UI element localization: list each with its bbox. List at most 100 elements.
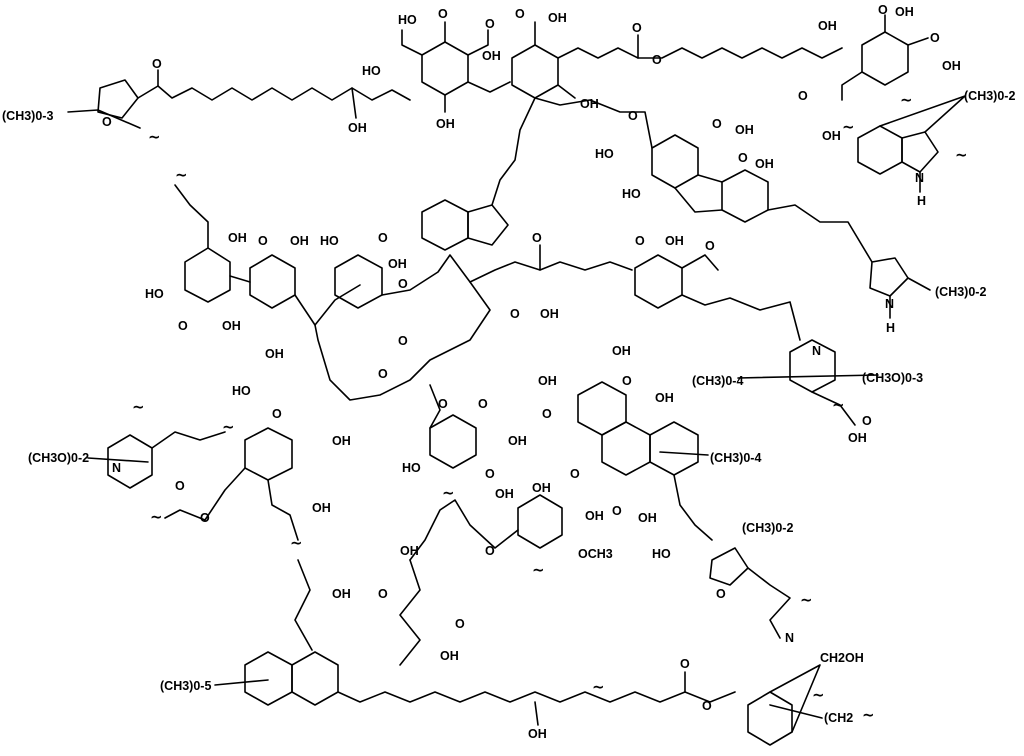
indole-methyl-lines: [879, 95, 966, 133]
label-oh-biphenyl-acid: OH: [290, 234, 309, 248]
indene-five-ring: [467, 204, 509, 246]
benzene-ring-left-lower: [244, 427, 293, 481]
label-ch2oh: CH2OH: [820, 651, 864, 665]
label-ch3-pyrrole: (CH3)0-2: [935, 285, 986, 299]
pyrrole-ring-right: [869, 257, 909, 297]
label-o-phen-3: O: [612, 504, 622, 518]
label-ester-o-left: O: [200, 511, 210, 525]
label-o-acetyl-acid: O: [635, 234, 645, 248]
label-o-acid-2: O: [438, 7, 448, 21]
pyrrole-methyl-bond: [907, 277, 931, 291]
acetyl-benzene-ring: [634, 254, 683, 309]
label-ester-o: O: [652, 53, 662, 67]
label-oh-fluorene-acid-2: OH: [735, 123, 754, 137]
label-oh-acid-tr1: OH: [895, 5, 914, 19]
label-oh-chain-acid: OH: [540, 307, 559, 321]
methoxy-ether-chain: [409, 499, 519, 561]
center-chain-network: [314, 254, 491, 401]
pyridine-ring-left: [107, 434, 153, 489]
ketone-chain-top-left: [137, 85, 411, 101]
fluorene-link: [697, 174, 723, 183]
label-ch3-top-left: (CH3)0-3: [2, 109, 53, 123]
benzene-ring-top-1: [421, 41, 469, 96]
label-oh-methoxy-ring: OH: [532, 481, 551, 495]
label-ch2-bottom-right: (CH2: [824, 711, 853, 725]
label-oh-fluorene-acid-3: OH: [755, 157, 774, 171]
label-ho-biphenyl: HO: [145, 287, 164, 301]
indene-benzene-ring: [421, 199, 469, 251]
label-ketone-o-top: O: [152, 57, 162, 71]
phenanthrene-ring-3: [649, 421, 699, 476]
acid-bond-ring-1c: [467, 29, 489, 56]
pyridine-chain: [151, 431, 226, 449]
label-o-center-acid-2: O: [398, 277, 408, 291]
lower-acid-chain: [399, 559, 421, 666]
label-o-acid-3: O: [485, 17, 495, 31]
methyl-link-furan: [67, 109, 141, 129]
bottom-chain-oh-bond: [534, 701, 539, 726]
lower-oh-chain: [294, 559, 313, 651]
phenanthrene-ring-2: [601, 421, 651, 476]
label-o-acid-4: O: [515, 7, 525, 21]
biphenyl-link: [229, 275, 251, 283]
label-ester-o-bottom: O: [702, 699, 712, 713]
label-o-lower-acid-1: O: [378, 587, 388, 601]
label-oh-left-lower: OH: [332, 434, 351, 448]
ester-chain-top: [557, 47, 843, 59]
left-lower-oh-chain: [267, 479, 299, 541]
ether-link-up: [429, 384, 441, 429]
label-o-acid-tr2: O: [930, 31, 940, 45]
label-oh-biphenyl-top: OH: [228, 231, 247, 245]
acid-bond-top-right-b: [907, 37, 929, 46]
center-ketone-chain: [469, 261, 633, 283]
label-o-acid-tr1: O: [878, 3, 888, 17]
wavy-indole-left: ~: [842, 118, 855, 136]
pyridine-methoxy-line: [87, 457, 149, 463]
label-oh-phen-3: OH: [638, 511, 657, 525]
chain-acetyl-to-nitrile-ring: [681, 294, 801, 341]
benzene-ring-top-2: [511, 44, 559, 99]
wavy-pyridine: ~: [132, 398, 145, 416]
label-o-ether-acid-2: O: [485, 467, 495, 481]
label-oh-acid-tr3: OH: [822, 129, 841, 143]
bottom-right-ch2-substituent: [769, 704, 823, 719]
label-oh-acid-3: OH: [482, 49, 501, 63]
ring-2-oh-bond: [557, 84, 576, 99]
label-oh-biphenyl-acid-2: OH: [222, 319, 241, 333]
chain-to-fluorene: [534, 97, 653, 149]
wavy-bottom-chain: ~: [592, 678, 605, 696]
wavy-left-ester: ~: [150, 508, 163, 526]
label-o-bottom-carbonyl: O: [680, 657, 690, 671]
label-ho-furan-chain: HO: [652, 547, 671, 561]
wavy-ch2-end: ~: [862, 706, 875, 724]
nitrile-ring-acid: [811, 391, 856, 426]
label-ch3-phenanthrene: (CH3)0-4: [710, 451, 761, 465]
label-ester-o-carbonyl: O: [632, 21, 642, 35]
biphenyl-ring-left: [184, 247, 231, 303]
indole-benzene-ring: [857, 125, 903, 175]
label-oh-lower-acid-2: OH: [440, 649, 459, 663]
label-oh-ring-1: OH: [436, 117, 455, 131]
label-indole-h: H: [917, 194, 926, 208]
label-oh-lower-acid-1: OH: [400, 544, 419, 558]
biphenyl-link-to-center: [294, 284, 361, 326]
label-o-nitrile-acid: O: [862, 414, 872, 428]
wavy-methoxy-ring: ~: [532, 561, 545, 579]
label-o-chain-acid-3: O: [378, 367, 388, 381]
label-oh-ether-acid-2: OH: [495, 487, 514, 501]
bridge-ring-1-2: [467, 81, 511, 93]
benzene-ring-methoxy: [517, 494, 563, 549]
bottom-right-ch2-lines: [769, 664, 821, 733]
label-ch3-furan-lower: (CH3)0-2: [742, 521, 793, 535]
wavy-pyridine-chain: ~: [222, 418, 235, 436]
label-oh-methoxy-acid: OH: [585, 509, 604, 523]
label-oh-bottom-chain: OH: [528, 727, 547, 741]
left-lower-ester: [164, 467, 246, 521]
wavy-furan-lower: ~: [800, 591, 813, 609]
label-o-biphenyl-acid-2: O: [178, 319, 188, 333]
label-ether-o-methoxy: O: [485, 544, 495, 558]
label-furan-o-lower: O: [716, 587, 726, 601]
label-oh-acid-tr2: OH: [942, 59, 961, 73]
